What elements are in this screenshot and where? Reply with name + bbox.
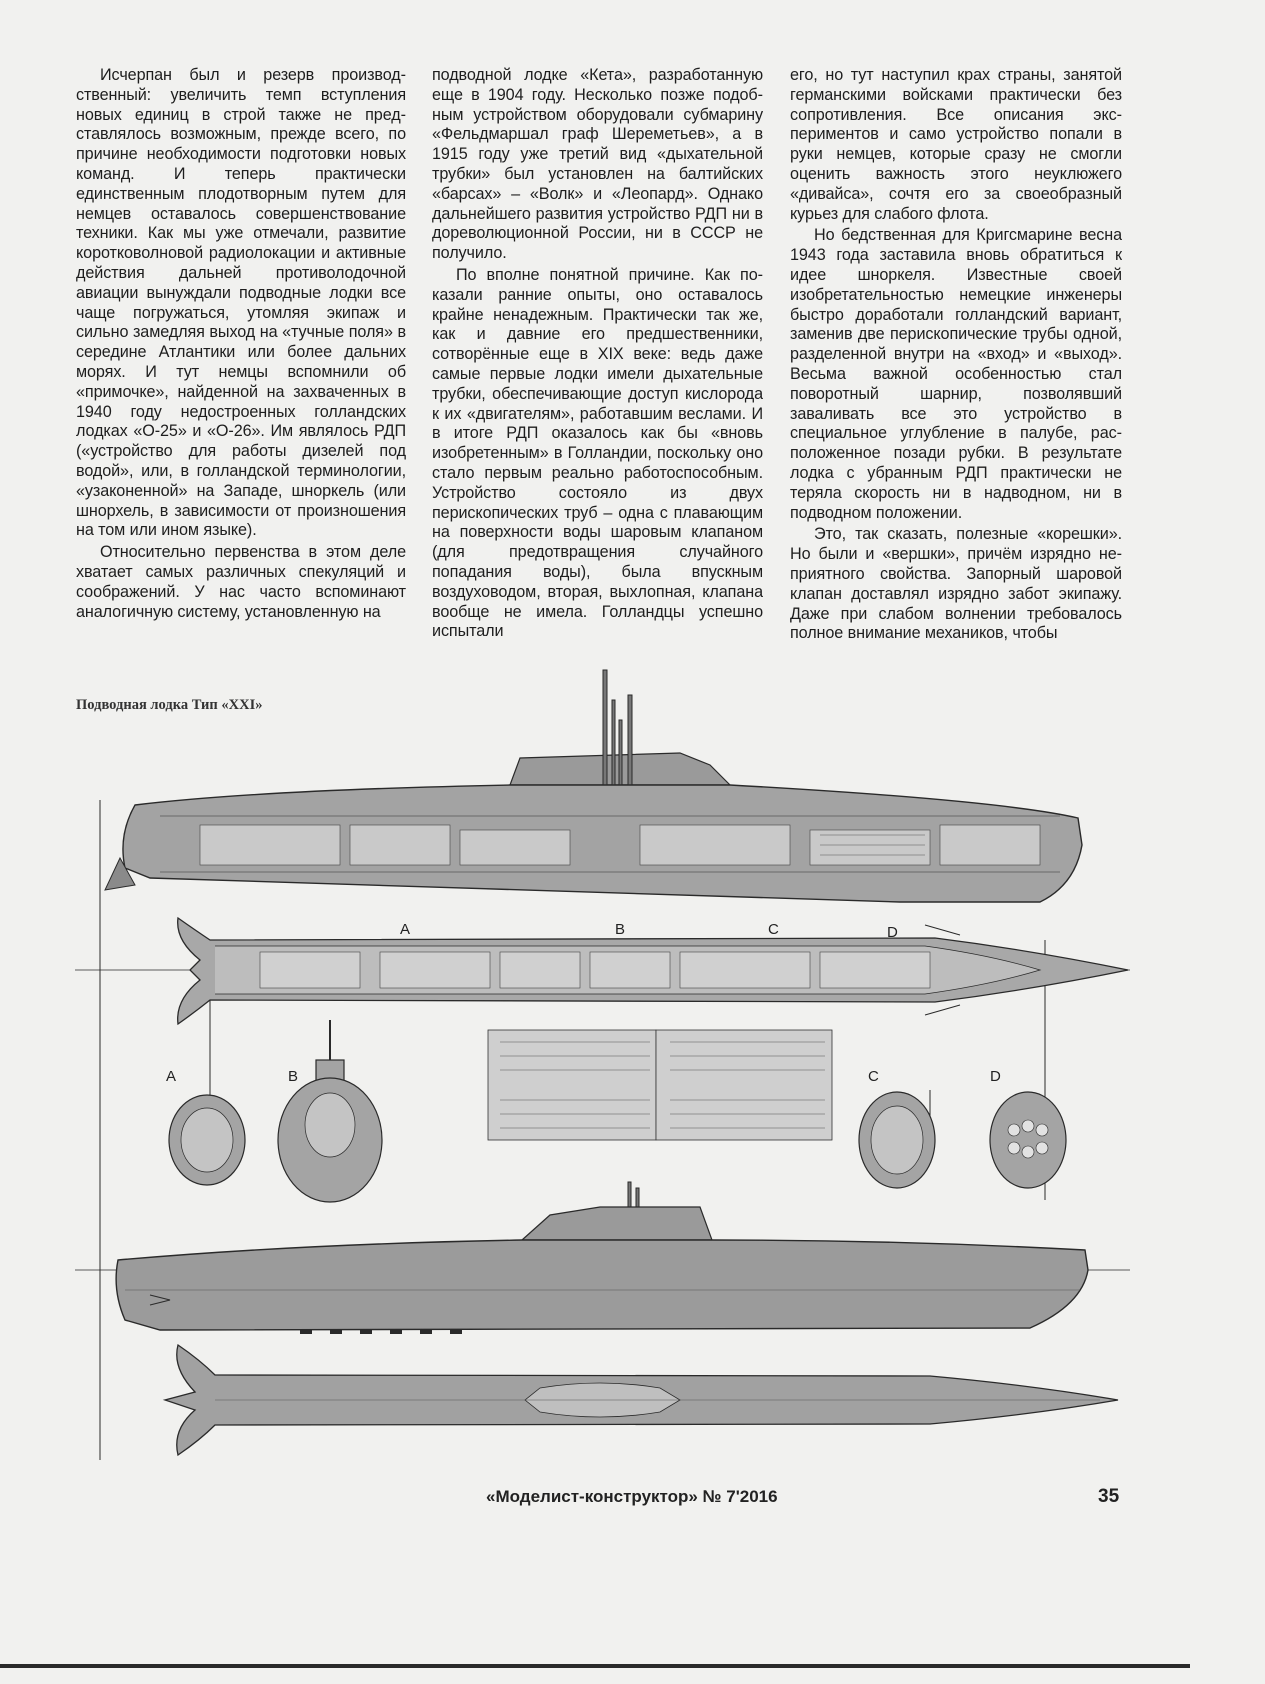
journal-title: «Моделист-конструктор» № 7'2016 [486,1487,778,1506]
section-label-c: C [868,1068,879,1085]
section-D [989,1091,1067,1189]
section-mark-c: C [768,921,779,938]
section-C [858,1091,936,1189]
section-A [168,1094,246,1186]
page-number: 35 [1098,1486,1120,1507]
article-column-1: Исчерпан был и резерв производ­ственный:… [76,66,406,644]
bottom-rule [0,1664,1190,1668]
section-label-b: B [288,1068,298,1085]
submarine-drawing: A B C D A B C D [75,669,1130,1460]
section-mark-b: B [615,921,625,938]
section-label-a: A [166,1068,176,1085]
section-mark-d: D [887,924,898,941]
paragraph: его, но тут наступил крах страны, заня­т… [790,66,1122,223]
section-mark-a: A [400,921,410,938]
paragraph: Относительно первенства в этом деле хват… [76,543,406,621]
paragraph: Но бедственная для Кригсмарине вес­на 19… [790,226,1122,522]
paragraph: Исчерпан был и резерв производ­ственный:… [76,66,406,540]
section-B [277,1020,383,1203]
paragraph: Это, так сказать, полезные «корешки». Но… [790,525,1122,643]
paragraph: По вполне понятной причине. Как по­казал… [432,265,763,641]
article-column-3: его, но тут наступил крах страны, заня­т… [790,66,1122,644]
article-column-2: подводной лодке «Кета», разработанную ещ… [432,66,763,644]
section-label-d: D [990,1068,1001,1085]
paragraph: подводной лодке «Кета», разработанную ещ… [432,66,763,263]
figure-caption: Подводная лодка Тип «XXI» [76,697,263,713]
